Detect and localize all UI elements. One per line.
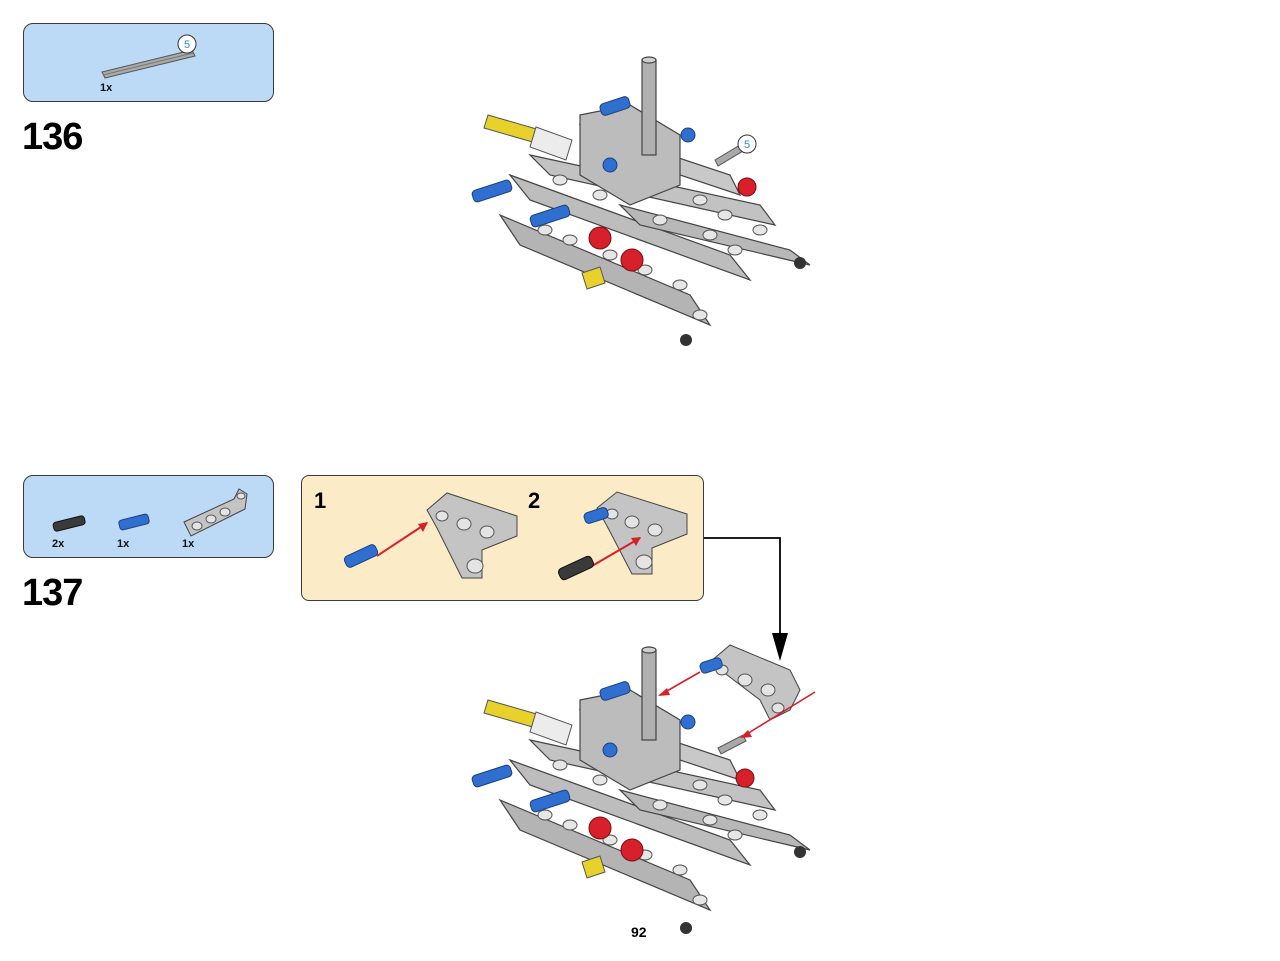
liftarm-part-icon [183,488,248,537]
blue-pin-part-icon [118,513,150,531]
step-137-model-illustration [471,644,816,934]
axle-part-icon [101,49,196,79]
axle-quantity: 1x [100,82,113,94]
substep-2-illustration [557,491,688,581]
callout-length-label: 5 [744,139,750,151]
step-number: 137 [22,572,83,614]
substep-number: 1 [314,488,327,513]
callout-arrow [704,537,788,661]
black-pin-quantity: 2x [52,538,65,550]
step-137-parts-list: 2x 1x 1x [23,475,274,558]
substep-number: 2 [528,488,541,513]
step-136-parts-list: 5 1x [23,23,274,102]
black-pin-part-icon [52,515,86,532]
substep-1-illustration [343,492,518,579]
subassembly-callout: 1 2 [301,475,704,601]
page-number: 92 [631,924,647,940]
axle-length-label: 5 [184,39,190,51]
blue-pin-quantity: 1x [117,538,130,550]
step-number: 136 [22,116,83,158]
length-badge-icon: 5 [177,34,197,54]
liftarm-quantity: 1x [182,538,195,550]
step-136-model-illustration [471,56,811,346]
length-badge-icon: 5 [737,134,757,154]
